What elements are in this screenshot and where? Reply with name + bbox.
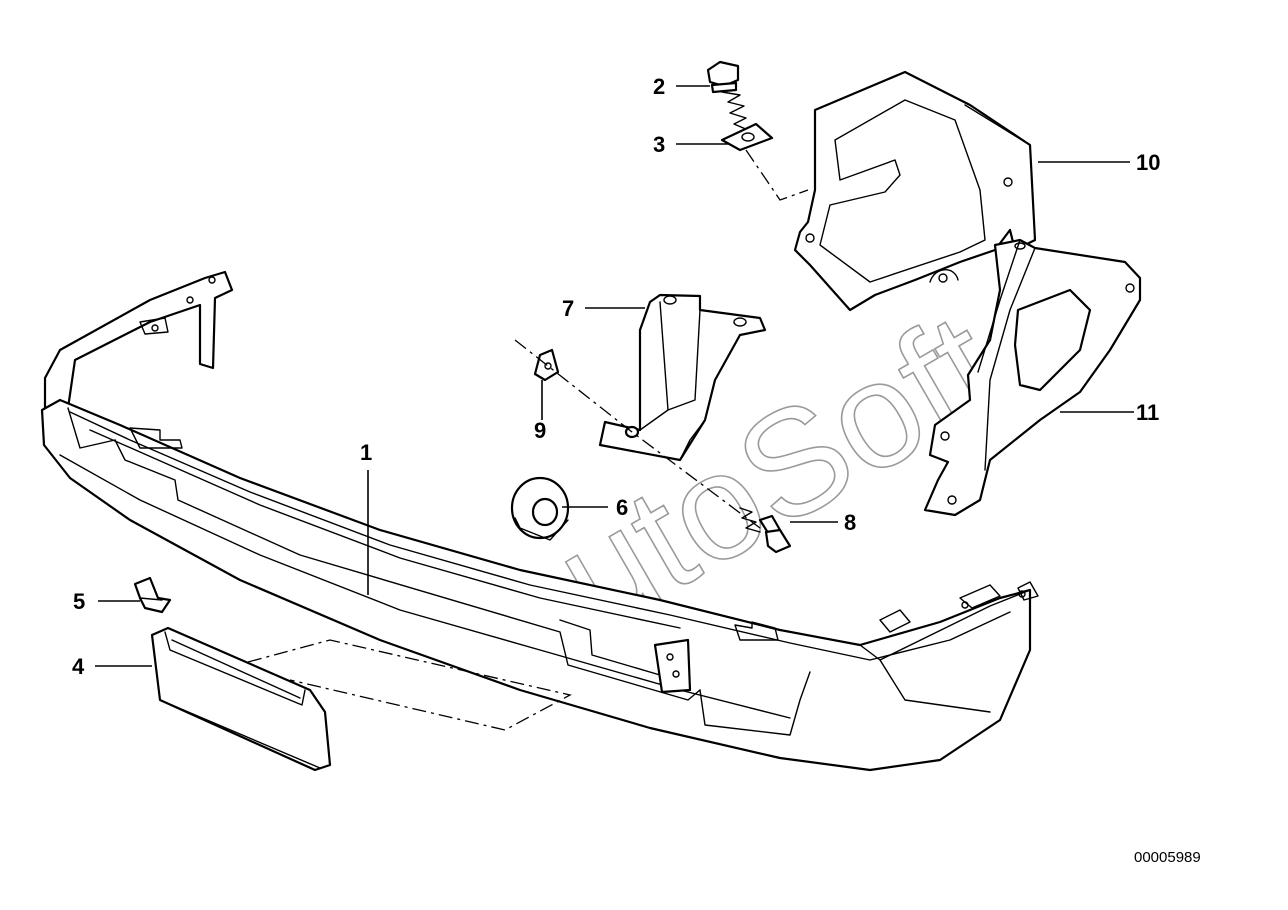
- callout-1: 1: [360, 440, 372, 465]
- bracket-part-7: [598, 293, 767, 462]
- leader-lines: [95, 85, 1134, 667]
- callout-9: 9: [534, 418, 546, 443]
- callout-4: 4: [72, 654, 85, 679]
- assembly-lines: [247, 149, 809, 731]
- trim-strip-part-4: [150, 626, 332, 772]
- callout-7: 7: [562, 296, 574, 321]
- bolt-part-2: [706, 60, 749, 141]
- grommet-part-6: [510, 476, 570, 541]
- callout-11: 11: [1136, 400, 1159, 425]
- callout-6: 6: [616, 495, 628, 520]
- callout-3: 3: [653, 132, 665, 157]
- bumper-part-1: [40, 270, 1039, 772]
- shield-plate-part-10: [793, 70, 1037, 312]
- callout-5: 5: [73, 589, 85, 614]
- side-bracket-part-11: [923, 238, 1142, 517]
- callouts: 1 2 3 4 5 6 7 8 9 10 11: [72, 74, 1160, 679]
- callout-10: 10: [1136, 150, 1160, 175]
- document-number: 00005989: [1134, 849, 1201, 866]
- clip-part-5: [133, 576, 172, 614]
- bolt-part-8: [739, 507, 792, 554]
- washer-plate-part-3: [720, 122, 774, 152]
- callout-8: 8: [844, 510, 856, 535]
- callout-2: 2: [653, 74, 665, 99]
